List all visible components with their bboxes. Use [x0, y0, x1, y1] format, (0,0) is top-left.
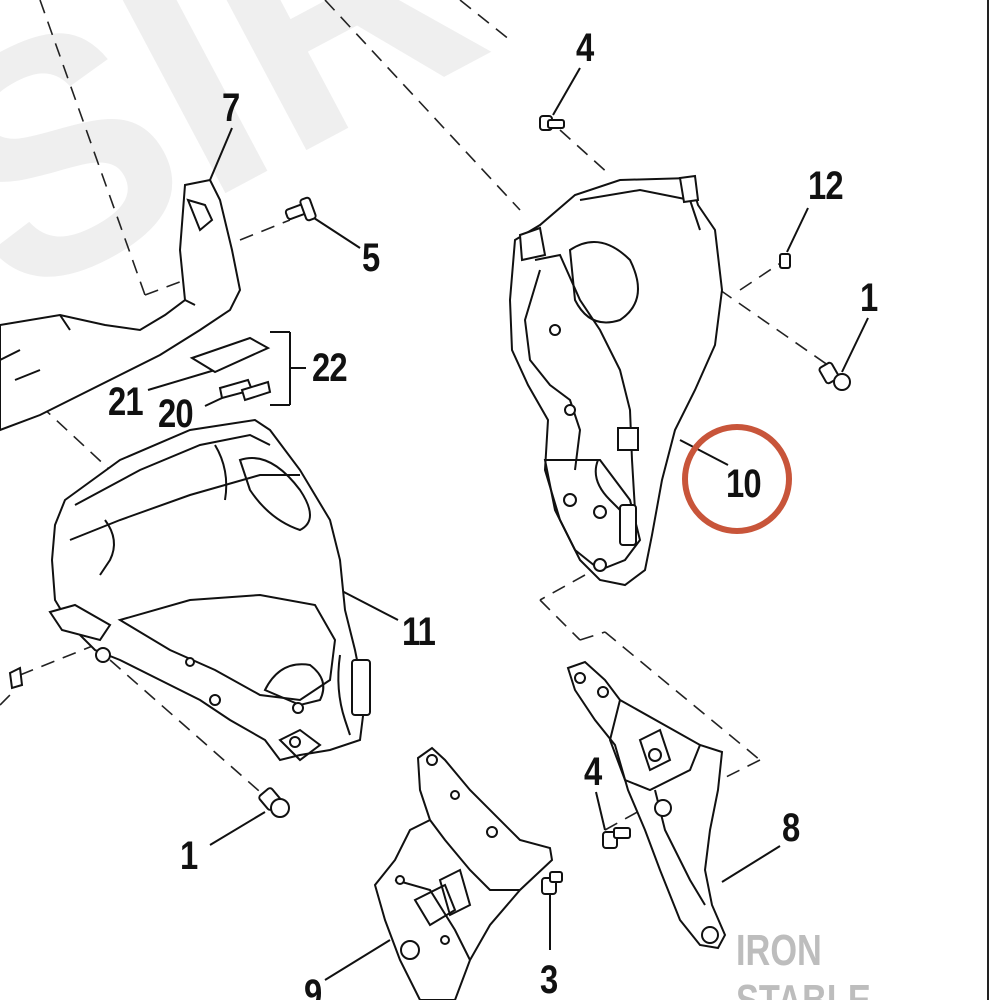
- brand-logo-text: IRON STABLE: [736, 926, 871, 1000]
- callout-1-right[interactable]: 1: [860, 276, 878, 320]
- part-7-fairing-panel: [0, 178, 242, 432]
- callout-11[interactable]: 11: [402, 610, 436, 654]
- part-12-clip: [779, 253, 791, 269]
- part-10-headlamp-housing: [508, 174, 724, 587]
- part-1-screw-right: [818, 361, 851, 391]
- part-11-headlamp-housing: [8, 418, 371, 762]
- callout-3[interactable]: 3: [540, 958, 558, 1000]
- callout-12[interactable]: 12: [808, 164, 844, 208]
- part-4-screw-top: [539, 115, 565, 131]
- part-9-bracket: [373, 746, 554, 1000]
- callout-9[interactable]: 9: [304, 972, 322, 1000]
- part-21-22-pads: [189, 336, 272, 402]
- callout-4-top[interactable]: 4: [576, 26, 594, 70]
- part-5-fastener: [284, 196, 317, 222]
- part-4-screw-bottom: [602, 827, 631, 849]
- callout-10[interactable]: 10: [726, 462, 762, 506]
- part-8-bracket: [566, 660, 727, 950]
- callout-4-bottom[interactable]: 4: [584, 750, 602, 794]
- watermark: SIR: [0, 0, 530, 369]
- callout-5[interactable]: 5: [362, 236, 380, 280]
- part-3-screw: [541, 871, 563, 895]
- callout-7[interactable]: 7: [222, 86, 240, 130]
- callout-20[interactable]: 20: [158, 392, 194, 436]
- callout-22[interactable]: 22: [312, 346, 348, 390]
- callout-1-bottom[interactable]: 1: [180, 834, 198, 878]
- svg-text:SIR: SIR: [0, 0, 530, 369]
- assembly-dashed-lines: [0, 0, 836, 881]
- callout-8[interactable]: 8: [782, 806, 800, 850]
- callout-21[interactable]: 21: [108, 380, 144, 424]
- highlight-ring: [682, 424, 792, 534]
- part-1-screw-bottom: [258, 787, 290, 818]
